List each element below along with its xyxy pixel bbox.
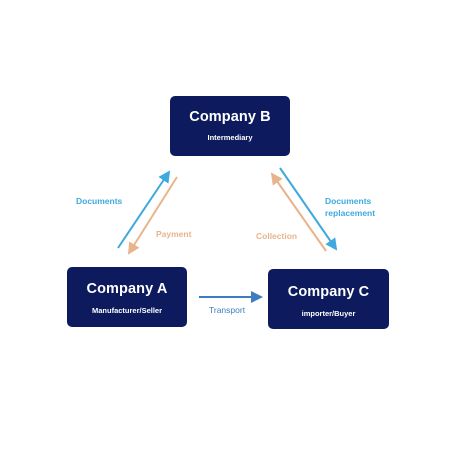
company-c-role: importer/Buyer <box>301 309 356 318</box>
documents-replacement-label: Documents replacement <box>325 195 375 219</box>
collection-label: Collection <box>256 231 298 241</box>
documents-arrow <box>117 170 171 249</box>
transport-label: Transport <box>209 305 246 315</box>
documents-replacement-line1: Documents <box>325 196 372 206</box>
company-a-box: Company A Manufacturer/Seller <box>67 267 187 327</box>
documents-replacement-arrow <box>279 167 338 251</box>
company-b-box: Company B Intermediary <box>170 96 290 156</box>
payment-arrow <box>127 176 178 255</box>
company-a-role: Manufacturer/Seller <box>91 306 163 315</box>
company-c-name: Company C <box>287 284 370 300</box>
company-b-role: Intermediary <box>207 133 253 142</box>
payment-label: Payment <box>156 229 192 239</box>
company-a-name: Company A <box>86 281 168 297</box>
documents-replacement-line2: replacement <box>325 208 376 218</box>
documents-label: Documents <box>76 196 123 206</box>
company-b-name: Company B <box>189 109 271 125</box>
company-c-box: Company C importer/Buyer <box>268 269 389 329</box>
collection-arrow <box>270 172 327 252</box>
